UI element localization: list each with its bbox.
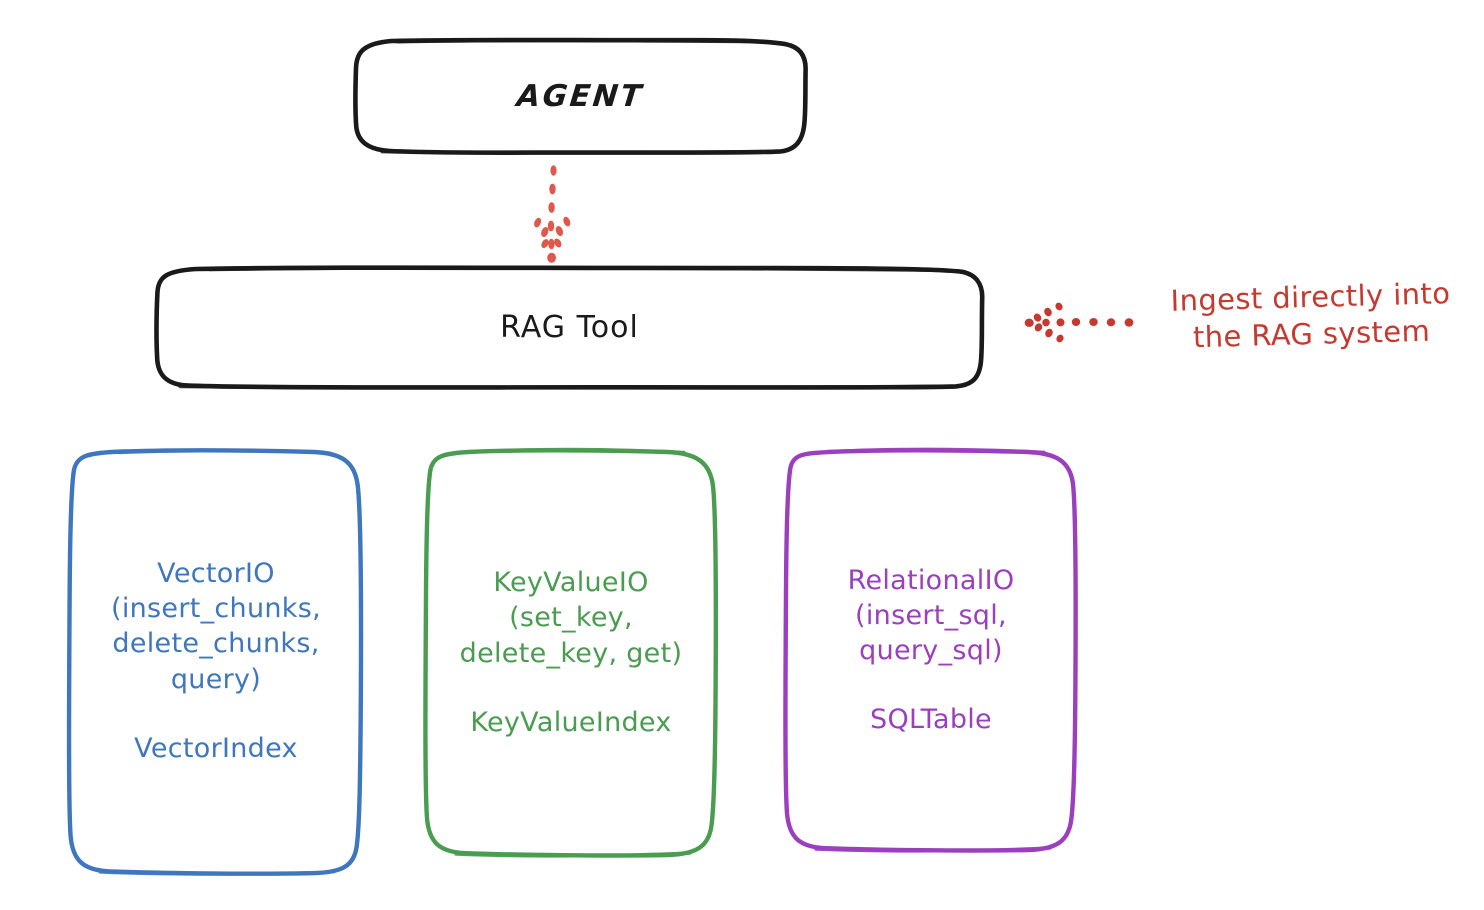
key-value-index-label: KeyValueIndex <box>470 706 672 738</box>
agent-box-outline-overstroke-bottom <box>380 149 780 155</box>
ragtool-box-outline-overstroke-bottom <box>178 384 954 390</box>
agent-node[interactable]: AGENT <box>355 40 805 153</box>
relationalio-box-outline-overstroke-top <box>836 447 1046 455</box>
ragtool-box-outline-overstroke <box>208 266 952 273</box>
vector-index-label: VectorIndex <box>134 732 298 764</box>
relationalio-box-outline-overstroke-bottom <box>814 846 1052 853</box>
rag-tool-label: RAG Tool <box>500 309 639 345</box>
rag-tool-node[interactable]: RAG Tool <box>157 268 982 386</box>
key-value-io-node[interactable]: KeyValueIO (set_key, delete_key, get) Ke… <box>426 450 716 855</box>
keyvalueio-box-outline-overstroke-bottom <box>454 851 692 858</box>
vectorio-box-outline-overstroke-bottom <box>98 870 336 876</box>
vector-io-node[interactable]: VectorIO (insert_chunks, delete_chunks, … <box>70 450 362 872</box>
agent-label: AGENT <box>514 79 646 114</box>
ingest-note-text: Ingest directly into the RAG system <box>1170 276 1451 355</box>
sql-table-label: SQLTable <box>870 704 992 736</box>
ingest-note-arrow-icon <box>1024 302 1134 343</box>
agent-box-outline-overstroke <box>396 38 772 44</box>
vectorio-box-outline-overstroke-top <box>118 449 332 455</box>
keyvalueio-box-outline-overstroke-top <box>476 447 686 455</box>
relational-io-node[interactable]: RelationalIO (insert_sql, query_sql) SQL… <box>786 450 1076 850</box>
key-value-io-api-label: KeyValueIO (set_key, delete_key, get) <box>459 567 683 669</box>
relational-io-api-label: RelationalIO (insert_sql, query_sql) <box>847 564 1015 666</box>
vector-io-api-label: VectorIO (insert_chunks, delete_chunks, … <box>111 558 321 695</box>
agent-to-rag-connector-icon <box>534 165 571 263</box>
